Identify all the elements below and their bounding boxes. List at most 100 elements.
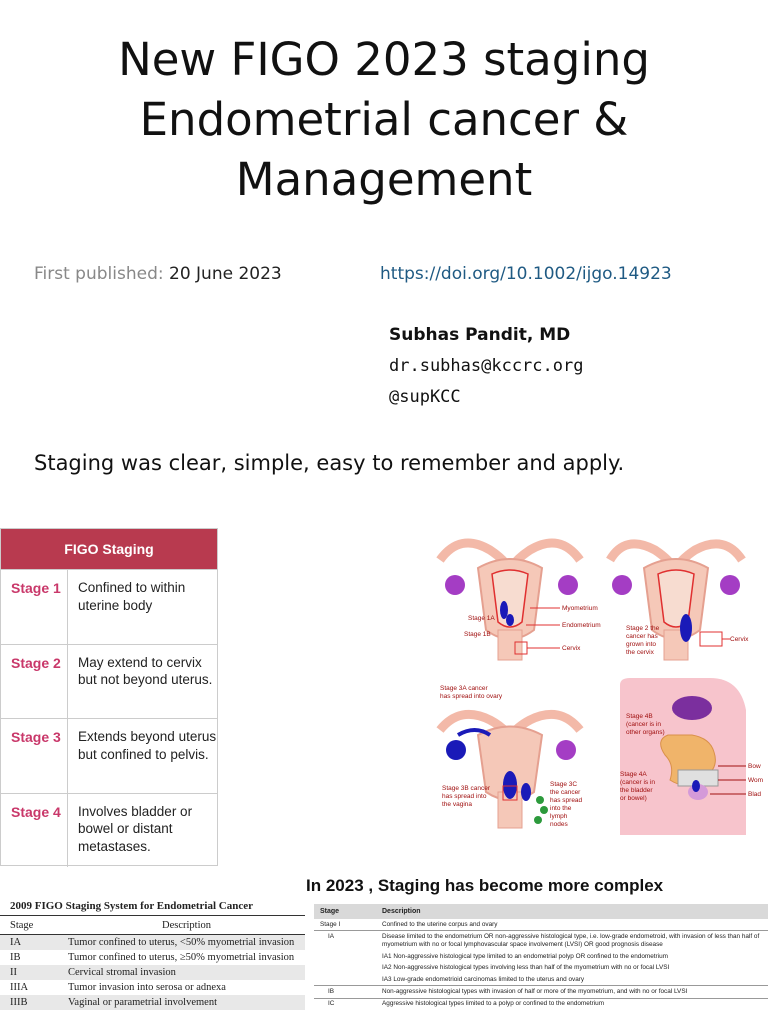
label-stage3b-l1: Stage 3B cancer: [442, 785, 491, 792]
description-cell: IA2 Non-aggressive histological types in…: [382, 964, 670, 972]
stage-label: Stage 1: [1, 570, 68, 644]
description-cell: IA3 Low-grade endometrioid carcinomas li…: [382, 975, 585, 983]
label-cervix-2: Cervix: [730, 636, 749, 643]
uterus-stage2-diagram: [606, 539, 746, 661]
statement-text: Staging was clear, simple, easy to remem…: [34, 451, 625, 475]
col-description-header: Description: [58, 916, 305, 935]
stage-cell: [314, 976, 382, 984]
author-block: Subhas Pandit, MD dr.subhas@kccrc.org @s…: [389, 320, 583, 413]
description-cell: Vaginal or parametrial involvement: [58, 994, 305, 1010]
label-stage2-l4: the cervix: [626, 649, 655, 656]
label-stage3c-l2: the cancer: [550, 789, 581, 796]
stage-cell: IB: [10, 951, 21, 963]
label-stage4a-l2: (cancer is in: [620, 779, 655, 786]
label-womb: Wom: [748, 777, 763, 784]
label-bowel: Bow: [748, 763, 761, 770]
stage-cell: [314, 964, 382, 972]
description-cell: Disease limited to the endometrium OR no…: [382, 932, 760, 949]
author-handle[interactable]: @supKCC: [389, 387, 461, 407]
stage-description: May extend to cervix but not beyond uter…: [78, 654, 213, 688]
stage-cell: IIIA: [10, 981, 29, 993]
table-row: Stage 2 May extend to cervix but not bey…: [1, 643, 217, 718]
table-row: II Cervical stromal invasion: [0, 964, 305, 980]
label-endometrium: Endometrium: [562, 622, 601, 629]
label-stage3c-l5: lymph: [550, 813, 568, 820]
stage-label: Stage 4: [1, 793, 68, 867]
stage-cell: IA: [328, 932, 335, 940]
staging-illustration: Myometrium Endometrium Cervix Stage 1A S…: [436, 538, 763, 835]
table-row: IA1 Non-aggressive histological type lim…: [314, 951, 768, 962]
table-row: Stage 3 Extends beyond uterus but confin…: [1, 718, 217, 793]
label-stage4b-l1: Stage 4B: [626, 713, 653, 720]
label-stage3b-l3: the vagina: [442, 801, 472, 808]
table-row: Stage 4 Involves bladder or bowel or dis…: [1, 792, 217, 867]
table-2023-figo: Stage Description Stage I Confined to th…: [314, 904, 768, 1024]
table-row: IA2 Non-aggressive histological types in…: [314, 963, 768, 974]
label-stage3c-l6: nodes: [550, 821, 568, 828]
stage-cell: IB: [328, 987, 335, 995]
label-stage3a-l1: Stage 3A cancer: [440, 685, 489, 692]
label-stage3c-l4: into the: [550, 805, 572, 812]
title-line-3: Management: [235, 153, 533, 206]
description-cell: Tumor invasion into serosa or adnexa: [68, 981, 226, 993]
label-stage4a-l4: or bowel): [620, 795, 647, 802]
author-email[interactable]: dr.subhas@kccrc.org: [389, 356, 584, 376]
doi-link[interactable]: https://doi.org/10.1002/ijgo.14923: [380, 264, 672, 284]
description-cell: Confined to the uterine corpus and ovary: [382, 920, 498, 928]
col-stage-header: Stage: [0, 916, 58, 935]
table-row: IB Tumor confined to uterus, ≥50% myomet…: [0, 950, 305, 965]
label-stage4a-l3: the bladder: [620, 787, 653, 794]
label-stage3c-l3: has spread: [550, 797, 583, 804]
author-name: Subhas Pandit, MD: [389, 325, 571, 345]
label-stage4a-l1: Stage 4A: [620, 771, 647, 778]
table-header-row: Stage Description: [0, 916, 305, 935]
stage-label: Stage 2: [1, 644, 68, 718]
stage-description: Involves bladder or bowel or distant met…: [78, 803, 193, 854]
stage-description: Confined to within uterine body: [78, 580, 186, 613]
description-cell: Tumor confined to uterus, ≥50% myometria…: [68, 951, 295, 963]
section-subheading: In 2023 , Staging has become more comple…: [306, 876, 664, 895]
title-line-1: New FIGO 2023 staging: [118, 33, 650, 86]
publication-date-value: 20 June 2023: [169, 264, 282, 284]
table-row: IA3 Low-grade endometrioid carcinomas li…: [314, 974, 768, 985]
label-stage4b-l3: other organs): [626, 729, 665, 736]
table-row: IA Tumor confined to uterus, <50% myomet…: [0, 934, 305, 950]
stage-cell: II: [0, 964, 58, 980]
body-stage4-diagram: [620, 678, 746, 835]
label-stage2-l1: Stage 2 the: [626, 625, 660, 632]
stage-label: Stage 3: [1, 719, 68, 793]
table-row: IIIA Tumor invasion into serosa or adnex…: [0, 980, 305, 995]
title-line-2: Endometrial cancer &: [139, 93, 629, 146]
table-row: IA Disease limited to the endometrium OR…: [314, 930, 768, 951]
table-header-row: Stage Description: [314, 904, 768, 919]
table-row: IIIB Vaginal or parametrial involvement: [0, 994, 305, 1010]
table-2009-figo: 2009 FIGO Staging System for Endometrial…: [0, 896, 305, 1024]
figo-staging-table: FIGO Staging Stage 1 Confined to within …: [0, 528, 218, 867]
stage-description: Extends beyond uterus but confined to pe…: [78, 729, 217, 762]
figo-table-header: FIGO Staging: [1, 529, 217, 569]
table-row: IC Aggressive histological types limited…: [314, 997, 768, 1010]
uterus-stage3-diagram: [436, 709, 584, 829]
slide-title: New FIGO 2023 staging Endometrial cancer…: [0, 30, 768, 210]
stage-cell: Stage I: [320, 920, 341, 928]
description-cell: Aggressive histological types limited to…: [382, 1000, 605, 1008]
description-cell: Tumor confined to uterus, <50% myometria…: [58, 934, 305, 950]
description-cell: IA1 Non-aggressive histological type lim…: [382, 952, 668, 960]
uterus-stage1-diagram: [436, 538, 584, 661]
table-row: Stage I Confined to the uterine corpus a…: [314, 919, 768, 930]
publication-label: First published:: [34, 264, 164, 284]
label-bladder: Blad: [748, 791, 761, 798]
description-cell: Non-aggressive histological types with i…: [382, 987, 688, 995]
label-stage2-l3: grown into: [626, 641, 656, 648]
description-cell: Cervical stromal invasion: [58, 964, 305, 980]
stage-cell: IIIB: [0, 994, 58, 1010]
col-stage-header: Stage: [320, 908, 340, 915]
table-2009-grid: Stage Description IA Tumor confined to u…: [0, 916, 305, 1010]
col-description-header: Description: [382, 908, 421, 915]
label-stage3a-l2: has spread into ovary: [440, 693, 503, 700]
label-stage-1a: Stage 1A: [468, 615, 495, 622]
table-row: IB Non-aggressive histological types wit…: [314, 985, 768, 997]
label-myometrium: Myometrium: [562, 605, 598, 612]
publication-date: First published: 20 June 2023: [34, 264, 282, 284]
label-stage-1b: Stage 1B: [464, 631, 491, 638]
